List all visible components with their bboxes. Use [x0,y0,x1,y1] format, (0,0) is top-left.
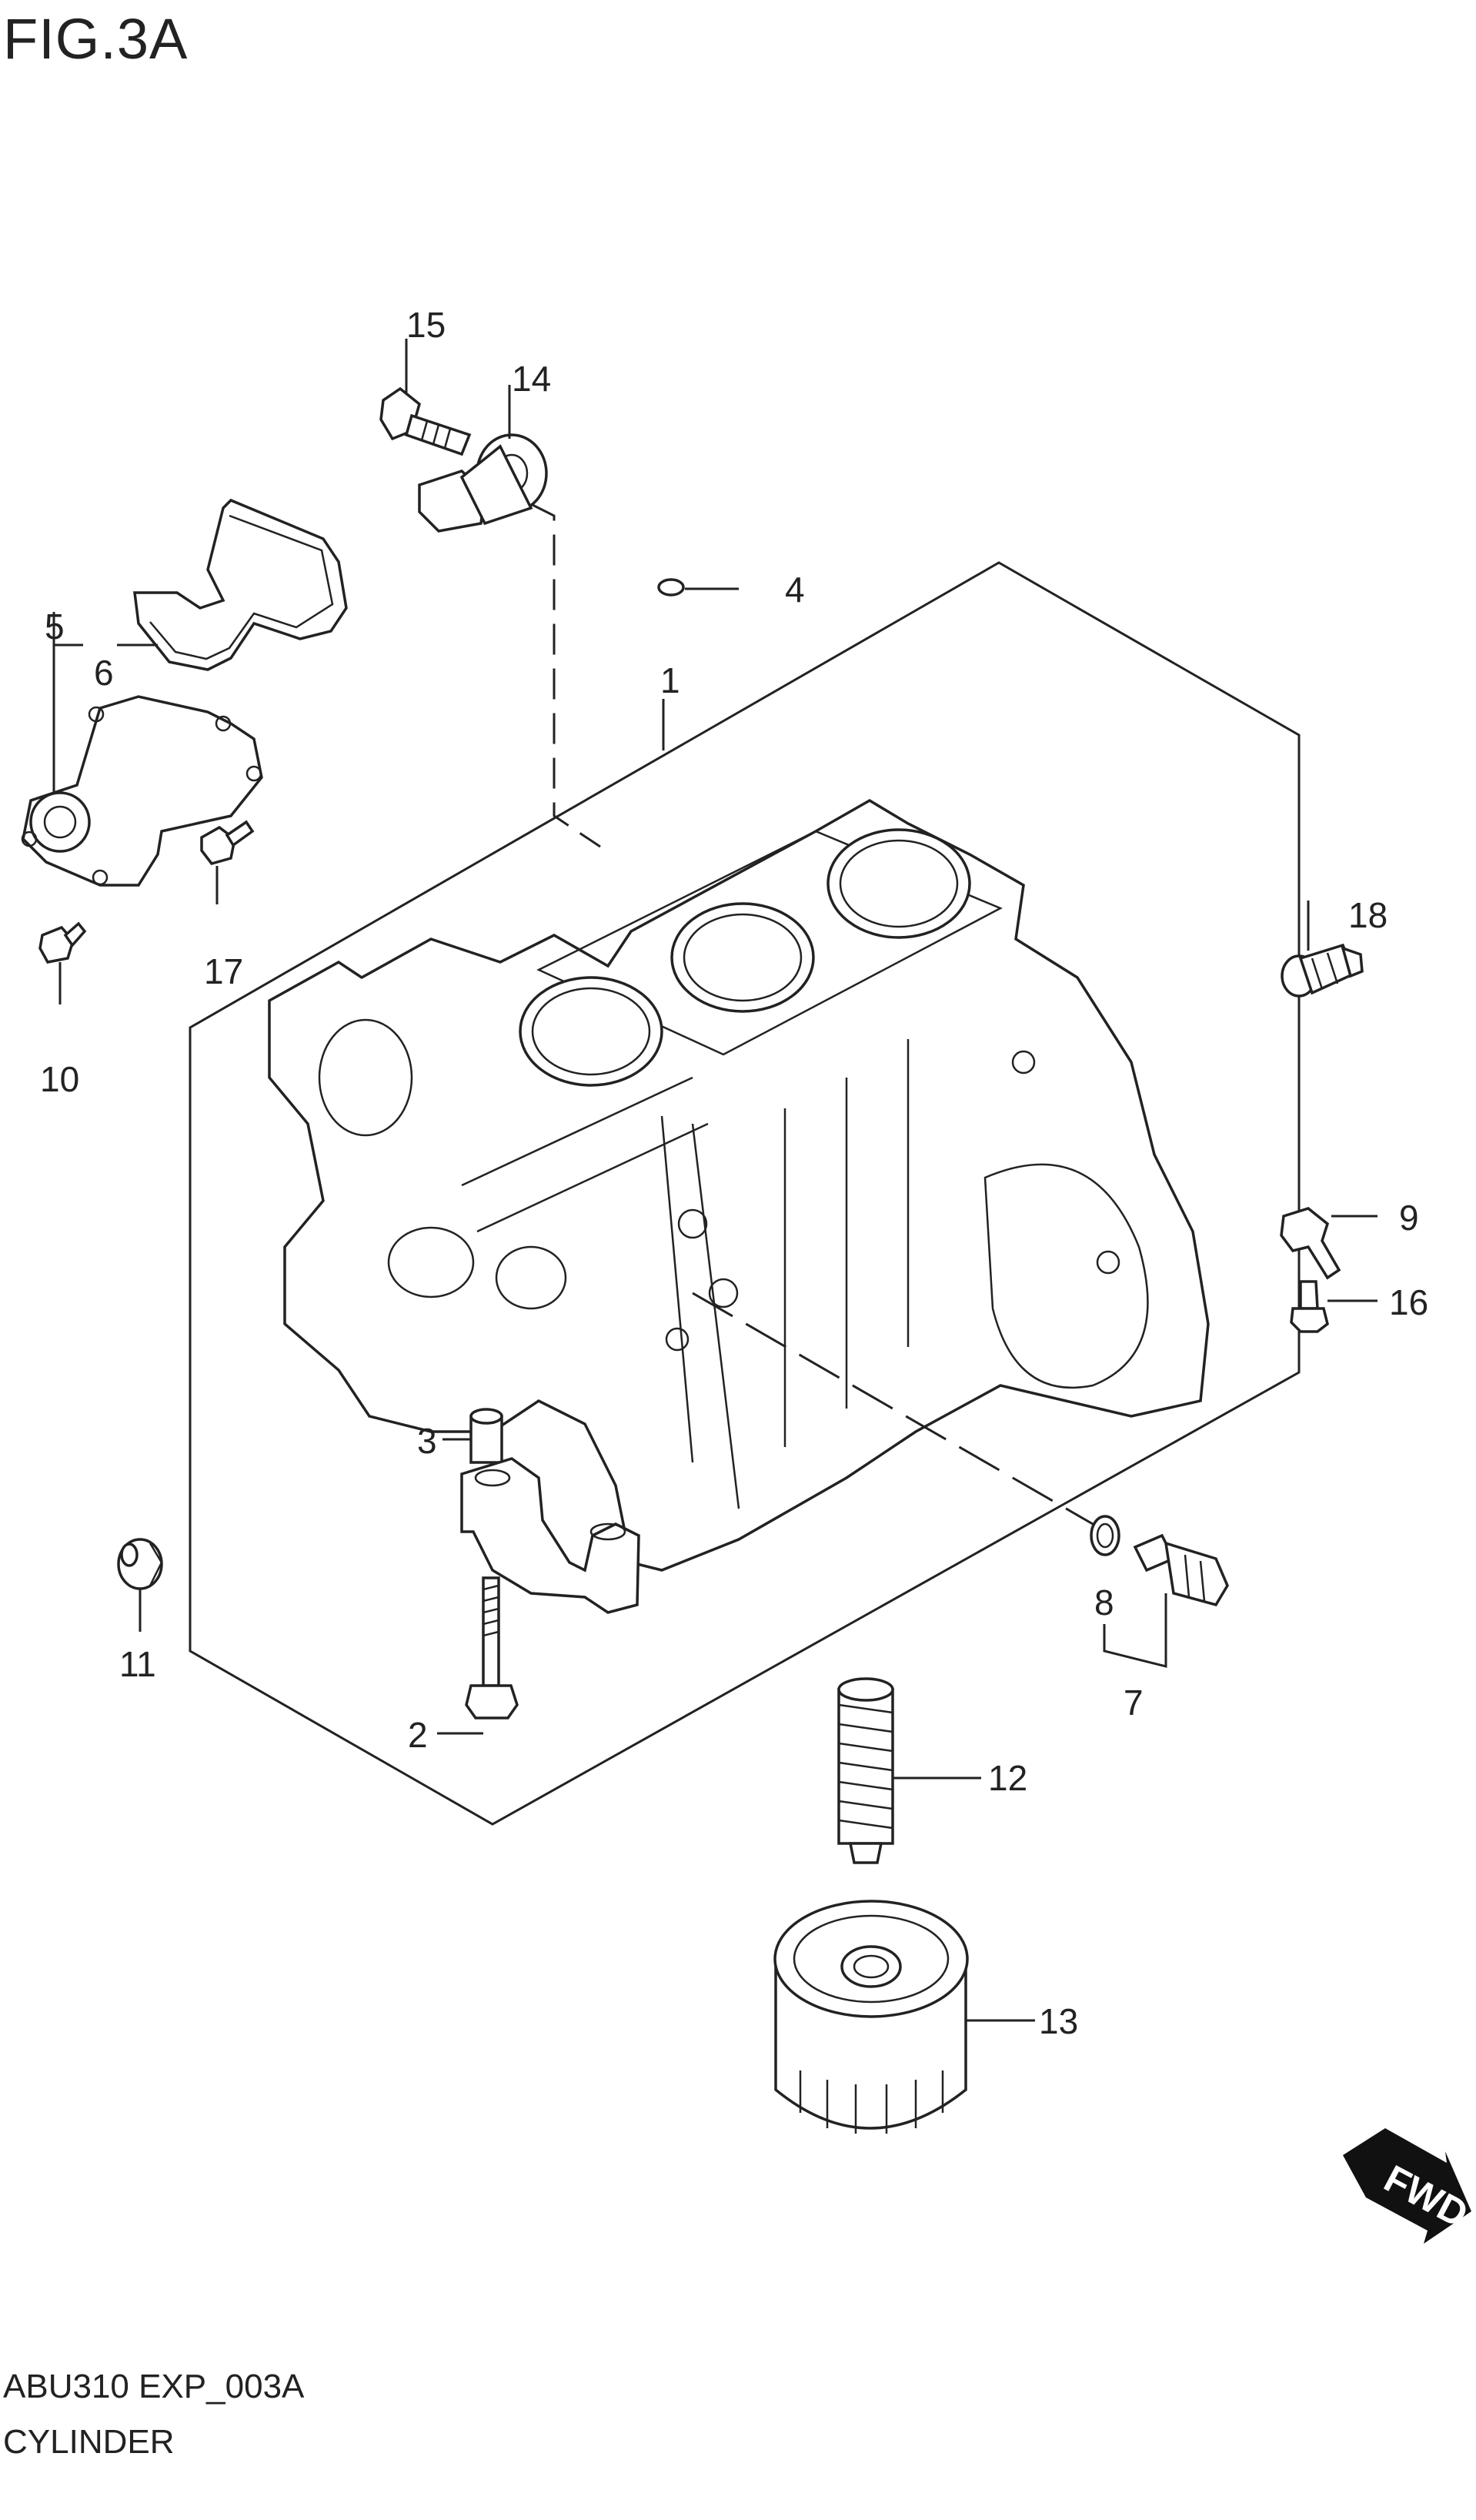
bolt-15 [379,386,472,456]
callout-1: 1 [660,660,680,700]
fwd-direction-badge: FWD [1343,2128,1475,2244]
oil-pressure-switch-18 [1281,943,1364,998]
callout-9: 9 [1399,1198,1419,1238]
knock-sensor-14 [418,433,548,533]
callout-3: 3 [417,1421,437,1461]
callout-2: 2 [408,1715,428,1755]
assembly-boundary [189,561,1301,1826]
stud-12 [837,1677,894,1864]
drain-plug-11 [117,1538,163,1590]
figure-title: FIG.3A [3,7,189,71]
diagram-code: ABU310 EXP_003A [3,2368,305,2405]
bolt-10 [38,921,87,964]
callout-12: 12 [988,1758,1027,1798]
callout-17: 17 [204,951,243,991]
callout-10: 10 [40,1059,79,1099]
clamp-9 [1280,1207,1341,1280]
cover-5 [21,695,263,887]
oil-filter-13 [773,1900,969,2134]
callout-7: 7 [1124,1683,1144,1723]
dowel-pin-3 [469,1408,503,1464]
callout-13: 13 [1039,2001,1078,2041]
bolt-2 [465,1576,519,1720]
bolt-17 [200,820,255,866]
bearing-cap [460,1457,640,1614]
callout-6: 6 [94,653,114,693]
washer-4 [657,578,685,597]
callout-15: 15 [406,305,446,345]
cylinder-block [268,798,1210,1572]
callout-11: 11 [119,1644,156,1684]
callout-5: 5 [45,607,65,647]
callout-18: 18 [1348,895,1388,935]
o-ring-8 [1090,1515,1120,1556]
callout-16: 16 [1389,1282,1428,1322]
callout-8: 8 [1094,1583,1114,1623]
temperature-sensor-7 [1133,1533,1229,1607]
callout-14: 14 [512,359,551,399]
bolt-16 [1290,1280,1329,1333]
gasket-6 [133,498,348,671]
diagram-name: CYLINDER [3,2423,175,2461]
callout-4: 4 [785,570,805,610]
